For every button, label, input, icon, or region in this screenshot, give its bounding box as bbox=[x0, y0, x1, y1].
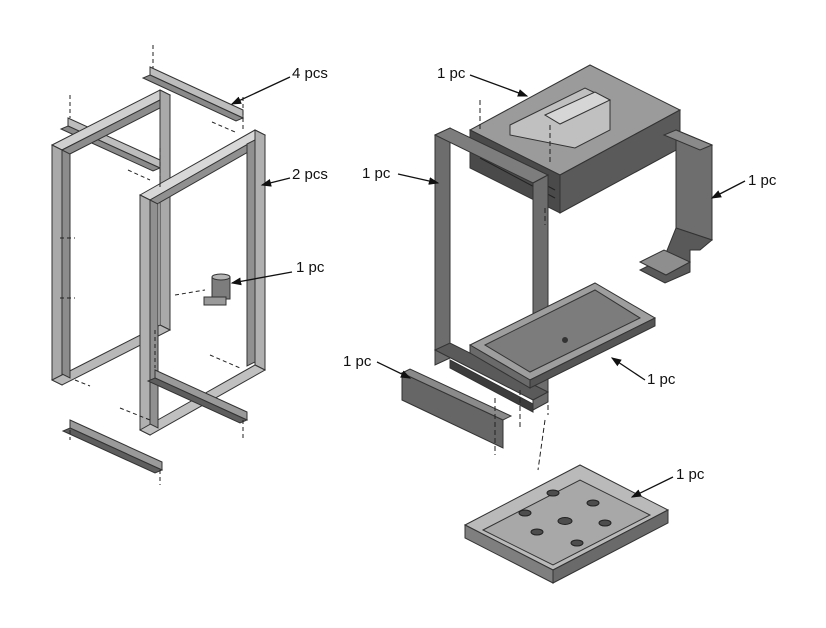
leader-front-frame bbox=[397, 173, 440, 185]
side-frame-front bbox=[138, 129, 267, 436]
label-pump: 1 pc bbox=[296, 259, 325, 276]
pump-unit bbox=[203, 273, 231, 306]
leader-arrows bbox=[230, 74, 746, 498]
leader-top-unit bbox=[469, 74, 529, 97]
label-side-duct: 1 pc bbox=[748, 172, 777, 189]
side-duct bbox=[638, 129, 714, 284]
leader-side-duct bbox=[710, 180, 746, 199]
leader-crossbars bbox=[230, 76, 291, 105]
label-side-frames: 2 pcs bbox=[292, 166, 328, 183]
side-frame-rear bbox=[50, 89, 172, 386]
label-top-unit: 1 pc bbox=[437, 65, 466, 82]
leader-tray bbox=[610, 357, 646, 381]
left-frame-assembly bbox=[50, 45, 267, 485]
kick-panel bbox=[400, 368, 513, 449]
bottom-crossbar-rear bbox=[146, 369, 249, 424]
drip-tray bbox=[468, 282, 657, 389]
label-tray: 1 pc bbox=[647, 371, 676, 388]
leader-kick-panel bbox=[376, 361, 412, 379]
leader-side-frames bbox=[260, 177, 291, 187]
left-fastener-lines bbox=[60, 45, 244, 485]
label-front-frame: 1 pc bbox=[362, 165, 391, 182]
label-crossbars: 4 pcs bbox=[292, 65, 328, 82]
right-cabinet-assembly bbox=[400, 64, 714, 584]
right-fastener-lines bbox=[479, 100, 551, 471]
label-kick-panel: 1 pc bbox=[343, 353, 372, 370]
leader-base bbox=[630, 476, 674, 498]
top-crossbar-rear bbox=[141, 66, 245, 122]
base-platform bbox=[463, 464, 670, 584]
label-base: 1 pc bbox=[676, 466, 705, 483]
bottom-crossbar-front bbox=[61, 419, 164, 474]
leader-pump bbox=[230, 271, 293, 286]
